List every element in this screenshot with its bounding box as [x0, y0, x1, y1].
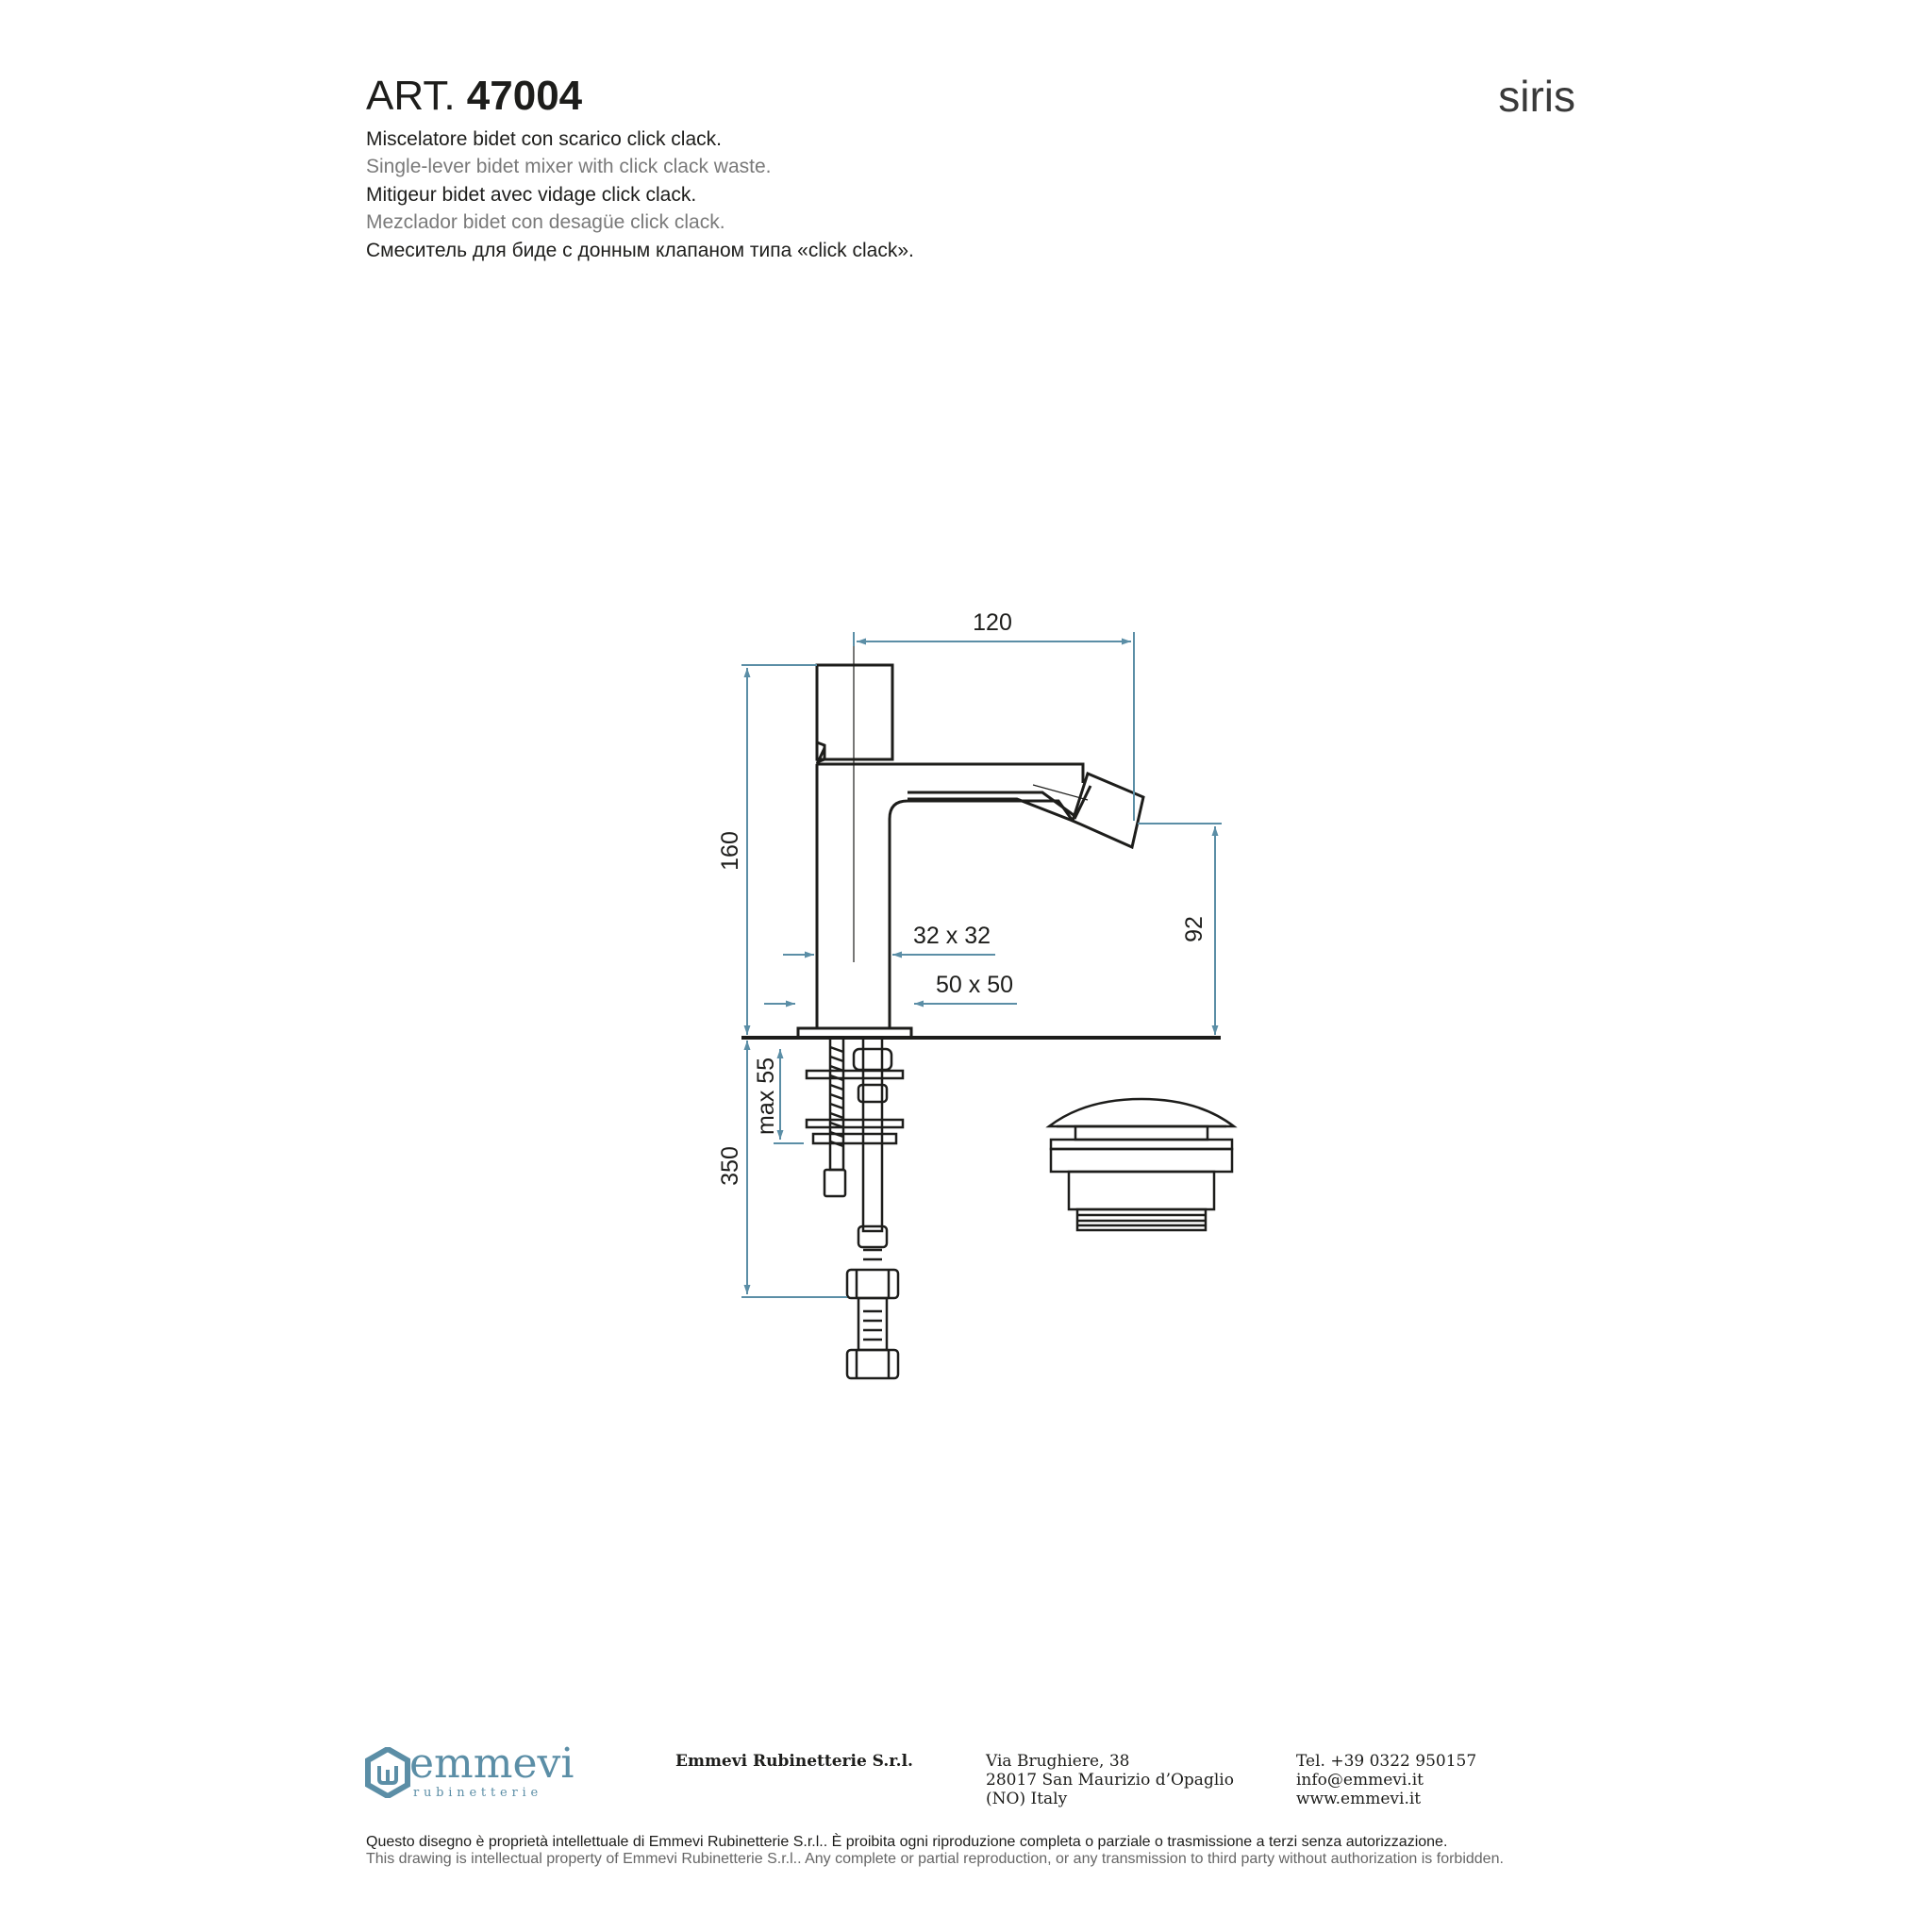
article-number: 47004: [466, 73, 583, 119]
description-es: Mezclador bidet con desagüe click clack.: [366, 211, 725, 233]
faucet-outline: [741, 663, 1221, 1040]
label-body-section: 32 x 32: [913, 923, 991, 949]
body-top: [817, 762, 1085, 783]
legal-notice-it: Questo disegno è proprietà intellettuale…: [366, 1834, 1448, 1850]
label-hose-length: 350: [717, 1146, 743, 1186]
label-height-spout: 92: [1181, 916, 1208, 942]
logo-hexagon-icon: [365, 1747, 410, 1798]
contact-phone: Tel. +39 0322 950157: [1296, 1752, 1477, 1771]
article-prefix: ART.: [366, 73, 456, 119]
aerator: [1071, 771, 1145, 850]
hose-connector-top: [852, 1047, 893, 1072]
label-base-section: 50 x 50: [936, 972, 1013, 998]
address-line-1: Via Brughiere, 38: [986, 1752, 1130, 1771]
washer-top: [805, 1069, 905, 1080]
label-max-thickness: max 55: [753, 1058, 779, 1135]
description-it: Miscelatore bidet con scarico click clac…: [366, 128, 722, 150]
under-counter-fittings: [805, 1036, 905, 1380]
company-contacts: Tel. +39 0322 950157 info@emmevi.it www.…: [1296, 1752, 1476, 1808]
logo-subtext: rubinetterie: [413, 1786, 542, 1800]
description-ru: Смеситель для биде с донным клапаном тип…: [366, 240, 914, 261]
contact-email[interactable]: info@emmevi.it: [1296, 1771, 1424, 1790]
company-logo: emmevi rubinetterie: [364, 1740, 595, 1802]
dimension-lines: [741, 632, 1222, 1298]
nut: [823, 1168, 847, 1198]
dimension-labels: 120 160 92 32 x 32 50 x 50 max 55 350: [717, 609, 1208, 1186]
company-address: Via Brughiere, 38 28017 San Maurizio d’O…: [986, 1752, 1234, 1808]
washer-middle: [805, 1118, 905, 1129]
description-fr: Mitigeur bidet avec vidage click clack.: [366, 184, 697, 206]
series-name: siris: [1498, 72, 1575, 121]
logo-text: emmevi: [409, 1740, 575, 1788]
description-en: Single-lever bidet mixer with click clac…: [366, 156, 772, 177]
label-width: 120: [973, 609, 1012, 636]
click-clack-waste: [1045, 1097, 1238, 1232]
address-line-3: (NO) Italy: [986, 1790, 1068, 1808]
contact-website[interactable]: www.emmevi.it: [1296, 1790, 1422, 1808]
legal-notice-en: This drawing is intellectual property of…: [366, 1851, 1504, 1867]
washer-bottom: [811, 1132, 898, 1145]
hose-nut-1: [845, 1268, 900, 1300]
address-line-2: 28017 San Maurizio d’Opaglio: [986, 1771, 1234, 1790]
hose-nut-2: [845, 1348, 900, 1380]
company-name: Emmevi Rubinetterie S.r.l.: [675, 1752, 913, 1771]
lever-tip: [816, 741, 826, 764]
article-title: ART. 47004: [366, 72, 582, 121]
hose: [861, 1036, 884, 1233]
label-height-total: 160: [717, 831, 743, 871]
lever-handle: [815, 663, 894, 761]
waste-cap: [1045, 1097, 1238, 1128]
